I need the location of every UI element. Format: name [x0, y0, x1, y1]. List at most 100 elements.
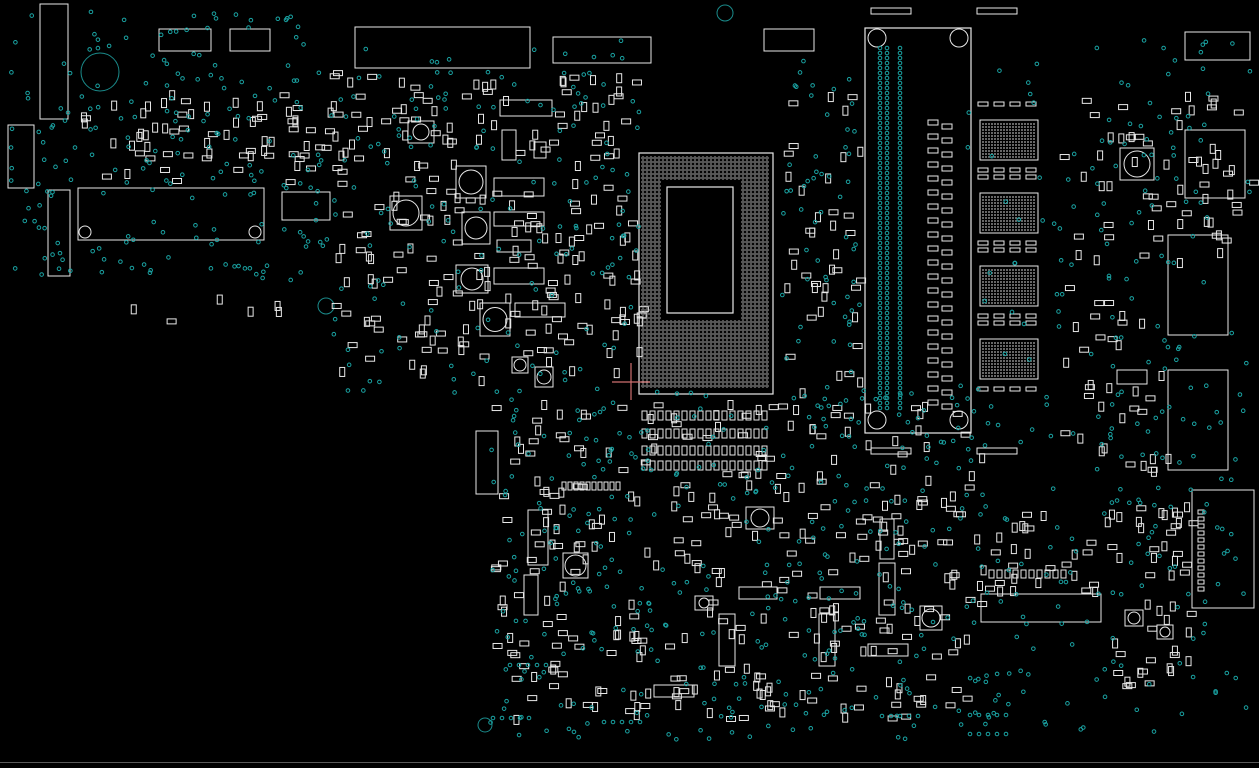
pin-pad: [1197, 530, 1205, 536]
chip-ball: [1029, 292, 1033, 296]
via: [637, 719, 643, 725]
via: [897, 155, 903, 161]
via: [567, 198, 573, 204]
via: [896, 541, 901, 546]
bga-ball: [713, 364, 717, 368]
memory-chip: [979, 265, 1039, 307]
chip-ball: [987, 152, 991, 156]
bga-ball: [657, 356, 661, 360]
via: [363, 46, 369, 52]
via: [897, 120, 903, 126]
smd-part: [809, 227, 816, 238]
smd-part: [948, 649, 959, 656]
chip-ball: [1005, 219, 1009, 223]
smd-part: [892, 436, 899, 447]
smd-part: [233, 117, 240, 128]
bga-ball: [697, 360, 701, 364]
bga-ball: [645, 336, 649, 340]
via: [88, 9, 94, 15]
bga-ball: [649, 384, 653, 388]
bga-ball: [749, 292, 753, 296]
via: [191, 51, 196, 57]
smd-part: [718, 568, 725, 579]
chip-ball: [990, 280, 994, 284]
via: [42, 225, 47, 231]
bga-ball: [657, 280, 661, 284]
via: [796, 539, 802, 544]
bga-ball: [645, 320, 649, 324]
via: [490, 715, 496, 721]
chip-ball: [984, 274, 988, 278]
smd-part: [597, 688, 608, 695]
bga-ball: [673, 336, 677, 340]
chip-ball: [1002, 344, 1006, 348]
chip-ball: [1014, 152, 1018, 156]
smd-part: [454, 207, 465, 214]
via: [787, 162, 792, 168]
smd-part: [894, 689, 901, 700]
via: [1029, 427, 1035, 432]
via: [676, 503, 681, 509]
smd-part: [945, 505, 956, 512]
via: [630, 98, 636, 104]
smd-part: [1083, 392, 1094, 399]
via: [205, 111, 210, 117]
component-outlines[interactable]: [7, 3, 1259, 733]
via: [79, 94, 85, 99]
via: [930, 619, 936, 625]
bga-ball: [765, 352, 769, 356]
bga-ball: [641, 236, 645, 240]
chip-ball: [993, 341, 997, 345]
bga-ball: [645, 176, 649, 180]
bga-ball: [761, 244, 765, 248]
smd-part: [475, 134, 482, 145]
bga-ball: [653, 276, 657, 280]
smd-part: [996, 532, 1003, 543]
bga-ball: [733, 176, 737, 180]
smd-part: [1081, 97, 1092, 104]
via: [830, 670, 836, 676]
chip-ball: [1008, 125, 1012, 129]
smd-part: [820, 652, 827, 663]
chip-ball: [1026, 362, 1030, 366]
via: [902, 736, 908, 742]
smd-part: [482, 81, 489, 92]
chip-ball: [999, 365, 1003, 369]
bga-ball: [741, 332, 745, 336]
chip-ball: [1017, 198, 1021, 202]
via: [698, 665, 704, 671]
chip-ball: [987, 374, 991, 378]
chip-ball: [1017, 350, 1021, 354]
chip-ball: [1023, 213, 1027, 217]
chip-ball: [1029, 344, 1033, 348]
chip-ball: [1023, 128, 1027, 132]
chip-ball: [981, 201, 985, 205]
pin-pad: [681, 428, 688, 439]
chip-ball: [1008, 274, 1012, 278]
via: [577, 417, 582, 423]
smd-part: [216, 294, 223, 305]
chip-ball: [1029, 219, 1033, 223]
chip-ball: [1020, 225, 1024, 229]
bga-ball: [677, 320, 681, 324]
chip-ball: [1023, 353, 1027, 357]
via: [884, 340, 890, 346]
via: [372, 296, 377, 301]
smd-part: [365, 355, 376, 362]
via: [897, 255, 903, 261]
via: [877, 275, 883, 281]
bga-ball: [665, 172, 669, 176]
bga-ball: [641, 332, 645, 336]
bga-ball: [701, 160, 705, 164]
chip-ball: [1008, 347, 1012, 351]
smd-part: [631, 79, 642, 86]
chip-ball: [1026, 204, 1030, 208]
chip-ball: [1026, 146, 1030, 150]
chip-ball: [984, 207, 988, 211]
via: [1190, 636, 1196, 641]
bga-ball: [749, 348, 753, 352]
chip-ball: [1023, 134, 1027, 138]
via: [884, 390, 890, 396]
via: [356, 75, 362, 81]
